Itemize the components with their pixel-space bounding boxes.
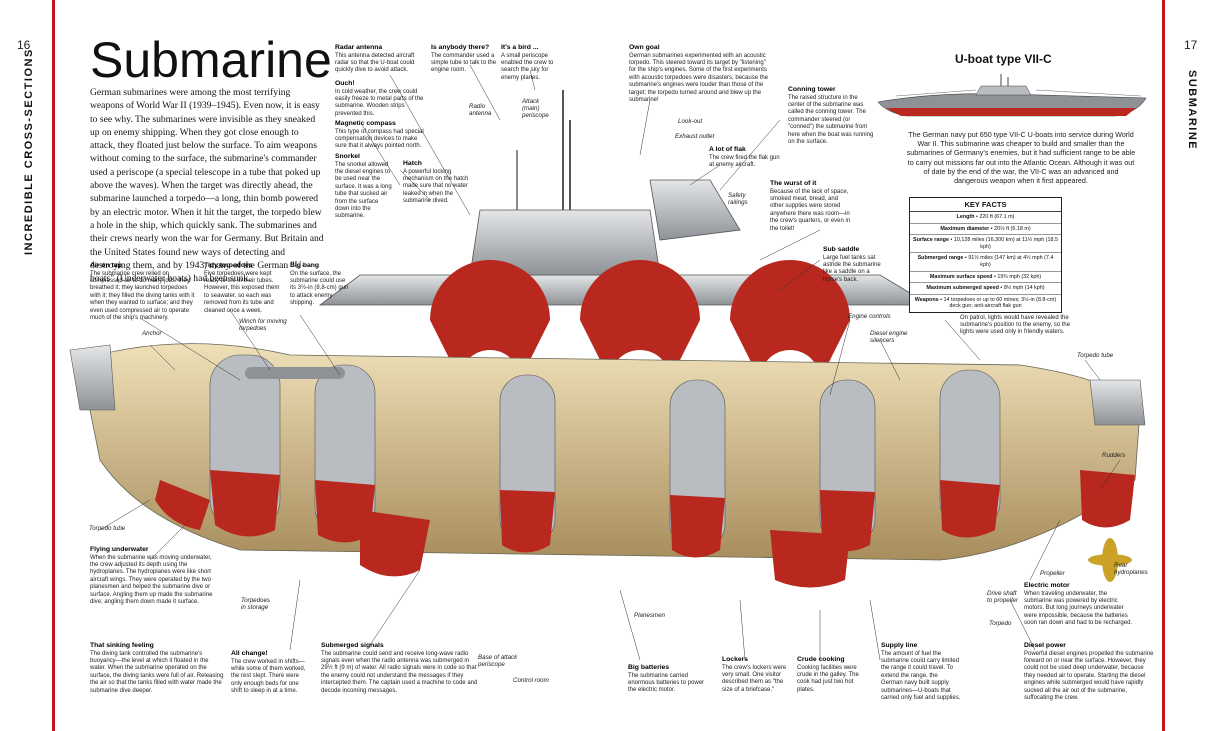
page-title: Submarine [90, 32, 332, 88]
right-page-rule [1162, 0, 1165, 731]
key-fact-row: Surface range • 10,128 miles (16,300 km)… [910, 235, 1061, 254]
label-torpedoes-storage: Torpedoes in storage [241, 597, 271, 611]
intro-paragraph: German submarines were among the most te… [90, 87, 324, 285]
key-facts-title: KEY FACTS [910, 198, 1061, 212]
label-torpedo-tube-left: Torpedo tube [89, 525, 126, 532]
key-fact-row: Length • 220 ft (67.1 m) [910, 212, 1061, 224]
key-fact-row: Maximum surface speed • 19¾ mph (32 kph) [910, 272, 1061, 284]
label-rear-hydroplanes: Rear hydroplanes [1114, 562, 1148, 576]
label-torpedo: Torpedo [989, 620, 1012, 627]
label-planesmen: Planesmen [634, 612, 665, 619]
label-anchor: Anchor [142, 330, 162, 337]
label-attack-periscope: Attack (main) periscope [522, 98, 549, 119]
label-exhaust-outlet: Exhaust outlet [675, 133, 715, 140]
key-fact-row: Maximum diameter • 20½ ft (6.18 m) [910, 224, 1061, 236]
label-rudders: Rudders [1102, 452, 1126, 459]
caption-bird: It's a bird ...A small periscope enabled… [501, 44, 554, 81]
key-fact-row: Maximum submerged speed • 8½ mph (14 kph… [910, 283, 1061, 295]
left-page-rule [52, 0, 55, 731]
label-engine-controls: Engine controls [848, 313, 891, 320]
uboat-side-view [877, 74, 1147, 117]
label-control-room: Control room [513, 677, 549, 684]
label-propeller: Propeller [1040, 570, 1065, 577]
uboat-title: U-boat type VII-C [955, 52, 1052, 66]
label-safety-railings: Safety railings [728, 192, 748, 206]
right-page-number: 17 [1184, 38, 1198, 52]
key-fact-row: Submerged range • 91½ miles (147 km) at … [910, 253, 1061, 272]
caption-anybody: Is anybody there?The commander used a si… [431, 44, 497, 74]
caption-ouch: Ouch!In cold weather, the crew could eas… [335, 80, 424, 117]
label-base-periscope: Base of attack periscope [478, 654, 518, 668]
label-radio-antenna: Radio antenna [469, 103, 492, 117]
label-drive-shaft: Drive shaft to propeller [987, 590, 1018, 604]
key-fact-row: Weapons • 14 torpedoes or up to 60 mines… [914, 296, 1057, 310]
label-diesel-silencers: Diesel engine silencers [870, 330, 908, 344]
submarine-cutaway-illustration [69, 90, 1146, 588]
uboat-description: The German navy put 650 type VII-C U-boa… [906, 130, 1136, 186]
left-page-number: 16 [17, 38, 31, 52]
label-torpedo-tube-right: Torpedo tube [1077, 352, 1114, 359]
label-look-out: Look-out [678, 118, 703, 125]
key-facts-table: KEY FACTS Length • 220 ft (67.1 m) Maxim… [909, 197, 1062, 313]
label-winch: Winch for moving torpedoes [239, 318, 287, 332]
caption-all-change: All change!The crew worked in shifts—whi… [231, 650, 306, 695]
